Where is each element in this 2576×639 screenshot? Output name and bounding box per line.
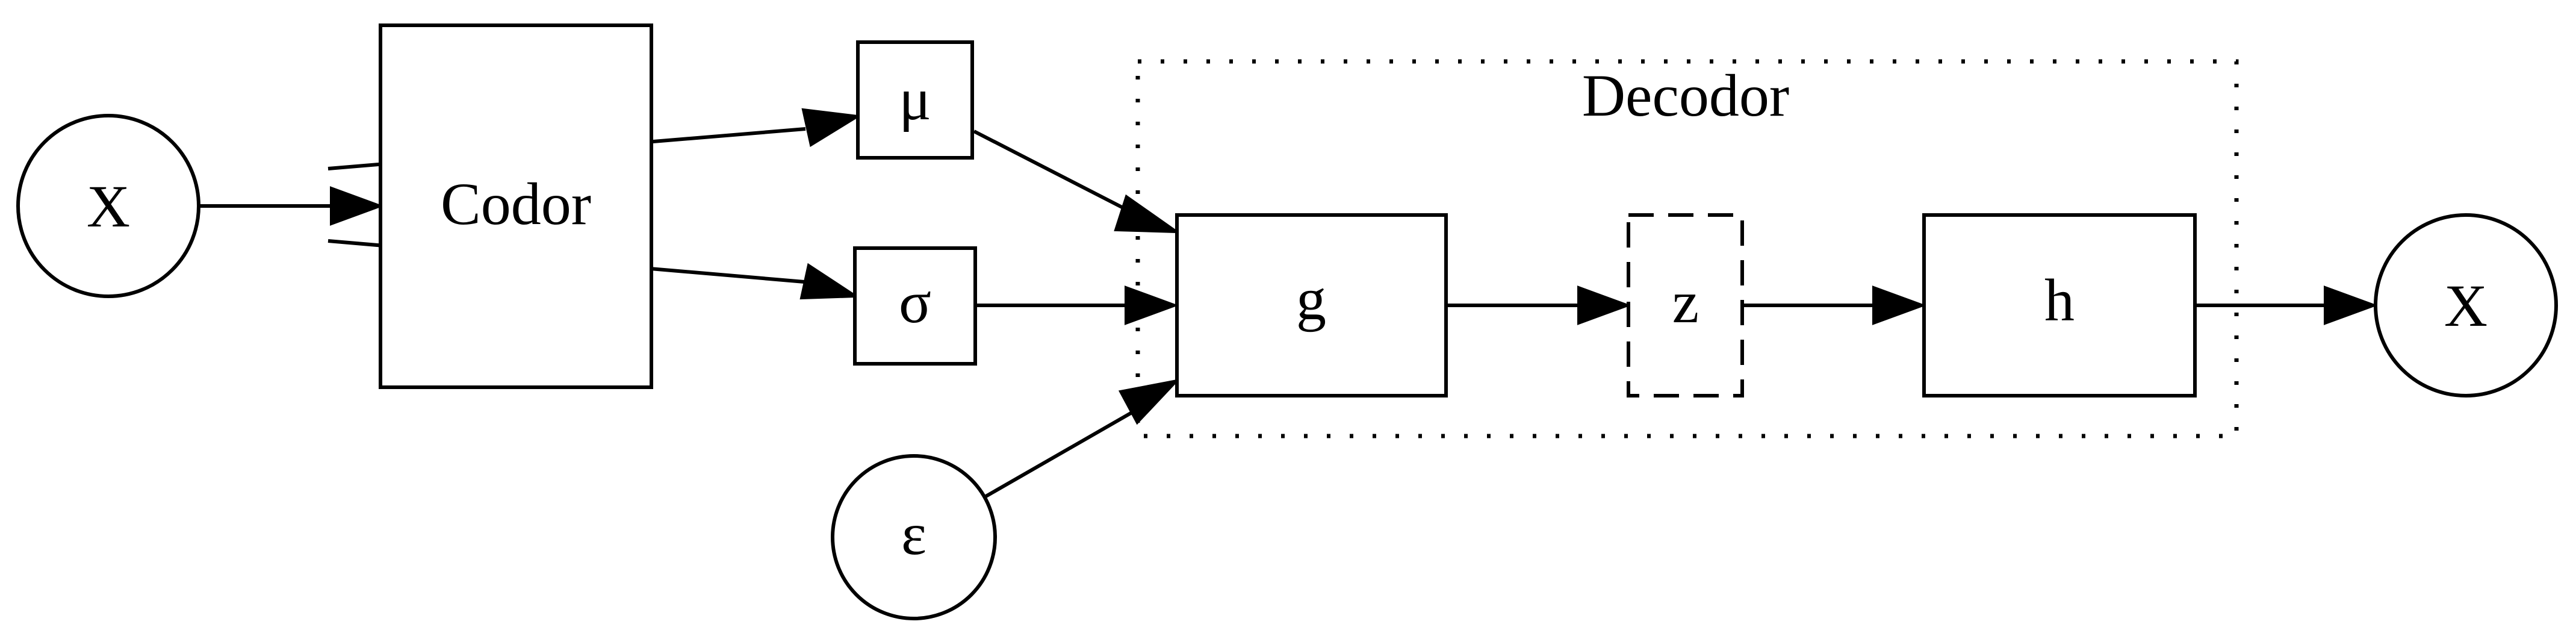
edge-encoder-to-sigma-arrowhead: [799, 263, 860, 300]
node-z: z: [1627, 213, 1744, 397]
node-encoder-label: Codor: [441, 170, 591, 237]
node-mu-label: μ: [899, 66, 931, 132]
node-epsilon-label: ε: [901, 500, 926, 567]
edge-sigma-to-g-arrowhead: [1125, 285, 1179, 325]
node-input-x-label: X: [87, 173, 130, 240]
node-encoder: Codor: [379, 23, 653, 389]
decoder-cluster-label: Decodor: [1582, 62, 1789, 129]
node-g-label: g: [1296, 266, 1326, 332]
edge-mu-to-g-arrowhead: [1114, 194, 1181, 234]
node-epsilon: ε: [831, 454, 997, 620]
node-sigma: σ: [853, 246, 977, 366]
node-mu: μ: [856, 40, 974, 160]
edge-z-to-h-arrowhead: [1872, 285, 1926, 325]
edge-g-to-z-arrowhead: [1577, 285, 1631, 325]
edge-epsilon-to-g-arrowhead: [1118, 378, 1181, 425]
node-input-x: X: [16, 114, 200, 298]
edge-input-to-encoder-arrowhead: [330, 186, 384, 226]
edge-h-to-output-arrowhead: [2324, 285, 2378, 325]
decoder-cluster: [1135, 59, 2239, 438]
node-h-label: h: [2044, 267, 2075, 334]
node-output-x-label: X: [2444, 272, 2488, 339]
node-g: g: [1175, 213, 1448, 397]
node-output-x: X: [2374, 213, 2558, 397]
edge-epsilon-to-g: [984, 411, 1133, 499]
edge-encoder-to-mu-arrowhead: [801, 108, 861, 148]
node-h: h: [1922, 213, 2197, 397]
node-z-label: z: [1672, 269, 1699, 335]
edge-mu-to-g: [973, 129, 1136, 216]
node-sigma-label: σ: [899, 269, 931, 335]
